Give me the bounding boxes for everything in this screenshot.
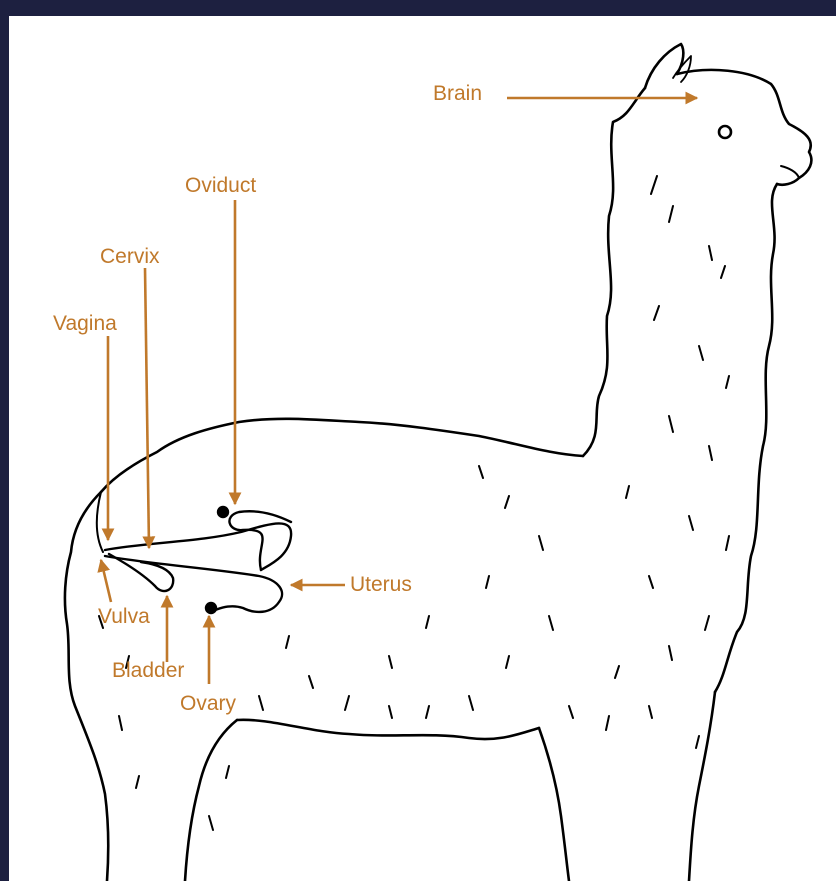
alpaca-head bbox=[677, 70, 811, 185]
alpaca-belly bbox=[237, 720, 539, 739]
alpaca-mouth bbox=[781, 166, 799, 178]
diagram-canvas: Brain Oviduct Cervix Vagina Uterus Vulva… bbox=[9, 16, 836, 881]
label-oviduct: Oviduct bbox=[185, 174, 256, 198]
label-vagina: Vagina bbox=[53, 312, 117, 336]
label-brain: Brain bbox=[433, 82, 482, 106]
uterine-horn-lower bbox=[105, 556, 282, 612]
label-cervix: Cervix bbox=[100, 245, 160, 269]
fleece-texture bbox=[99, 176, 729, 830]
vagina-bladder-loop bbox=[109, 554, 173, 591]
alpaca-front-leg-rear bbox=[689, 692, 715, 881]
alpaca-diagram bbox=[9, 16, 836, 881]
cervix-arrow bbox=[145, 268, 149, 548]
alpaca-neck-front bbox=[715, 184, 777, 692]
alpaca-eye bbox=[719, 126, 731, 138]
alpaca-back bbox=[101, 419, 583, 492]
alpaca-ear bbox=[645, 44, 683, 88]
alpaca-front-leg bbox=[539, 728, 569, 881]
uterine-horn-upper bbox=[105, 523, 291, 570]
reproductive-tract bbox=[105, 507, 291, 613]
alpaca-illustration bbox=[65, 44, 811, 881]
ovary-lower bbox=[206, 603, 216, 613]
alpaca-tail bbox=[97, 492, 103, 552]
ovary-upper bbox=[218, 507, 228, 517]
label-uterus: Uterus bbox=[350, 573, 412, 597]
label-bladder: Bladder bbox=[112, 659, 184, 683]
alpaca-neck-back bbox=[583, 88, 645, 456]
label-ovary: Ovary bbox=[180, 692, 236, 716]
label-vulva: Vulva bbox=[98, 605, 150, 629]
alpaca-hind-leg bbox=[185, 720, 237, 881]
vulva-arrow bbox=[101, 560, 111, 602]
uterine-horn-upper-inner bbox=[229, 511, 291, 570]
